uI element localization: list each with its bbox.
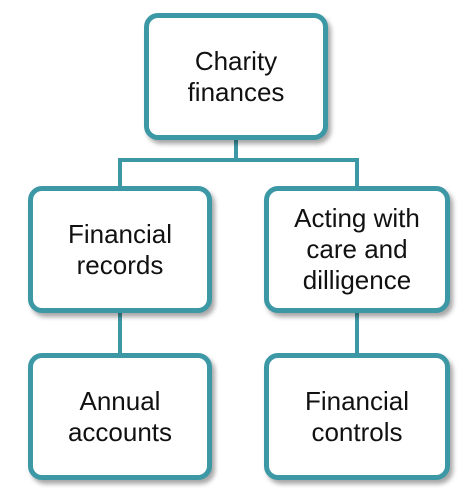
node-financial-controls: Financial controls	[264, 353, 450, 480]
node-charity-finances: Charity finances	[144, 13, 328, 140]
node-annual-accounts: Annual accounts	[28, 353, 212, 480]
node-acting-with-care: Acting with care and dilligence	[264, 186, 450, 313]
node-financial-records: Financial records	[28, 186, 212, 313]
